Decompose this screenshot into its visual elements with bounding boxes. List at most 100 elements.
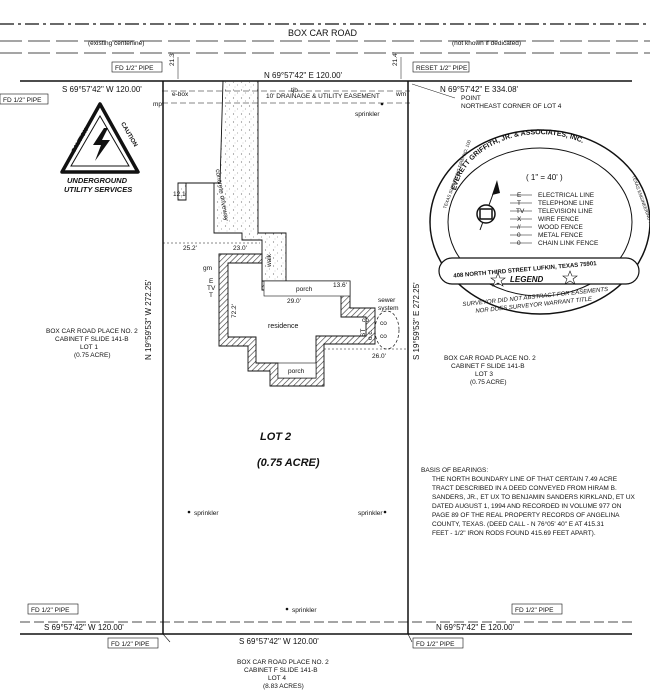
sprinkler-right: sprinkler: [358, 510, 383, 517]
legend-seal: EVERETT GRIFFITH, JR. & ASSOCIATES, INC.…: [429, 129, 650, 315]
lot4-line-1: BOX CAR ROAD PLACE NO. 2: [237, 659, 329, 666]
tv-label: TV: [207, 285, 216, 292]
legend-sym-3: TV: [516, 208, 525, 215]
legend-label-5: WOOD FENCE: [538, 224, 583, 231]
caution-line-2: UTILITY SERVICES: [64, 185, 132, 194]
dim-29-0: 29.0': [287, 298, 301, 305]
dim-13-6: 13.6': [333, 282, 347, 289]
dim-25-2: 25.2': [183, 245, 197, 252]
oc-label-2: o.c.: [367, 329, 374, 340]
lot4-line-2: CABINET F SLIDE 141-B: [244, 667, 318, 674]
caution-sign: CAUTION CAUTION UNDERGROUND UTILITY SERV…: [60, 102, 140, 194]
star-right-icon: [562, 270, 578, 285]
co-2: co: [380, 333, 387, 340]
legend-label-4: WIRE FENCE: [538, 216, 579, 223]
gm-label: gm: [203, 265, 212, 272]
bearing-note-6: PAGE 89 OF THE REAL PROPERTY RECORDS OF …: [432, 512, 620, 519]
wm-label: wm: [395, 91, 406, 98]
legend-sym-4: X: [517, 216, 522, 223]
driveway: concrete driveway walk 12.1' 25.2' 23.0': [163, 80, 287, 291]
bottom-west-bearing: S 69°57'42" W 120.00': [44, 623, 124, 632]
legend-sym-6: 0: [517, 232, 521, 239]
sprinkler-bottom: sprinkler: [292, 607, 317, 614]
oc-label-1: ST: [360, 329, 367, 337]
top-north-bearing: N 69°57'42" E 120.00': [264, 71, 343, 80]
fd-pipe-bottom-right-top: FD 1/2" PIPE: [515, 607, 554, 614]
star-left-icon: [490, 272, 506, 287]
bearing-note-5: DATED AUGUST 1, 1994 AND RECORDED IN VOL…: [432, 503, 622, 510]
legend-title: LEGEND: [510, 275, 544, 284]
sewer-label-2: system: [378, 305, 399, 312]
sprinkler-top: sprinkler: [355, 111, 380, 118]
legend-label-2: TELEPHONE LINE: [538, 200, 594, 207]
mp-label: mp: [153, 101, 162, 108]
property-lines: N 19°59'53" W 272.25' S 19°59'53" E 272.…: [20, 81, 632, 635]
top-west-bearing: S 69°57'42" W 120.00': [62, 85, 142, 94]
co-1: co: [380, 320, 387, 327]
lot4-line-3: LOT 4: [268, 675, 286, 682]
porch-bottom-label: porch: [288, 368, 305, 375]
dim-left-setback: 21.3': [169, 52, 176, 66]
ebox-label: e-box: [172, 91, 189, 98]
residence-label: residence: [268, 323, 298, 330]
lot-2-label: LOT 2 (0.75 ACRE): [257, 431, 320, 469]
bearing-note-1: BASIS OF BEARINGS:: [421, 467, 488, 474]
porch-top-label: porch: [296, 286, 313, 293]
lot-4-block: BOX CAR ROAD PLACE NO. 2 CABINET F SLIDE…: [237, 659, 329, 690]
reset-pipe-top-right: RESET 1/2" PIPE: [416, 65, 468, 72]
bearing-note-8: FEET - 1/2" IRON RODS FOUND 415.69 FEET …: [432, 530, 596, 537]
fd-pipe-bottom-left: FD 1/2" PIPE: [111, 641, 150, 648]
fd-pipe-left: FD 1/2" PIPE: [3, 97, 42, 104]
legend-scale: ( 1" = 40' ): [526, 173, 563, 182]
bearing-note-2: THE NORTH BOUNDARY LINE OF THAT CERTAIN …: [432, 476, 618, 483]
point-desc: NORTHEAST CORNER OF LOT 4: [461, 103, 562, 110]
north-arrow-icon: [476, 180, 500, 231]
walk-label: walk: [266, 253, 273, 268]
lot1-line-1: BOX CAR ROAD PLACE NO. 2: [46, 328, 138, 335]
legend-sym-5: //: [517, 224, 521, 231]
legend-sym-1: E: [517, 192, 522, 199]
dim-72-2: 72.2': [231, 304, 238, 318]
bearing-note-4: SANDERS, JR., ET UX TO BENJAMIN SANDERS …: [432, 494, 636, 501]
lot3-line-4: (0.75 ACRE): [470, 379, 507, 386]
west-line-bearing: N 19°59'53" W 272.25': [144, 279, 153, 360]
legend-items: E ELECTRICAL LINE T TELEPHONE LINE TV TE…: [510, 192, 599, 247]
lot3-line-3: LOT 3: [475, 371, 493, 378]
legend-label-1: ELECTRICAL LINE: [538, 192, 595, 199]
lot-label: LOT 2: [260, 431, 291, 443]
lot3-line-2: CABINET F SLIDE 141-B: [451, 363, 525, 370]
east-line-bearing: S 19°59'53" E 272.25': [412, 282, 421, 360]
sewer-system: co co co sewer system ST o.c. 26.0': [324, 297, 408, 360]
lot-3-block: BOX CAR ROAD PLACE NO. 2 CABINET F SLIDE…: [444, 355, 536, 386]
lot-1-block: BOX CAR ROAD PLACE NO. 2 CABINET F SLIDE…: [46, 328, 138, 359]
legend-sym-7: 0: [517, 240, 521, 247]
bottom-south-bearing: S 69°57'42" W 120.00': [239, 637, 319, 646]
co-3: co: [362, 317, 369, 324]
sewer-label-1: sewer: [378, 297, 396, 304]
t-label: T: [209, 292, 213, 299]
residence: porch porch residence 29.0' 13.6' 72.2' …: [203, 253, 376, 387]
e-label: E: [209, 278, 214, 285]
lot1-line-3: LOT 1: [80, 344, 98, 351]
dim-12-1: 12.1': [173, 191, 187, 198]
dim-23-0: 23.0': [233, 245, 247, 252]
lot1-line-2: CABINET F SLIDE 141-B: [55, 336, 129, 343]
road-left-note: (existing centerline): [88, 40, 144, 47]
legend-label-7: CHAIN LINK FENCE: [538, 240, 599, 247]
legend-sym-2: T: [517, 200, 521, 207]
tjb-label: tjb: [291, 87, 298, 94]
point-label: POINT: [461, 95, 481, 102]
road-name: BOX CAR ROAD: [288, 28, 358, 38]
easement-label: 10' DRAINAGE & UTILITY EASEMENT: [266, 93, 380, 100]
bearing-note-7: COUNTY, TEXAS. (DEED CALL - N 76°05' 40"…: [432, 520, 604, 528]
caution-line-1: UNDERGROUND: [67, 176, 128, 185]
bottom-boundary: FD 1/2" PIPE FD 1/2" PIPE FD 1/2" PIPE F…: [27, 603, 563, 649]
sprinkler-left: sprinkler: [194, 510, 219, 517]
lot4-line-4: (8.83 ACRES): [263, 683, 304, 690]
road-right-note: (not known if dedicated): [452, 40, 521, 47]
basis-of-bearings: BASIS OF BEARINGS: THE NORTH BOUNDARY LI…: [421, 467, 636, 537]
dim-26-0: 26.0': [372, 353, 386, 360]
top-boundary: 21.3' 21.4' FD 1/2" PIPE RESET 1/2" PIPE…: [0, 52, 632, 110]
sprinklers: sprinkler sprinkler sprinkler sprinkler: [187, 102, 387, 614]
